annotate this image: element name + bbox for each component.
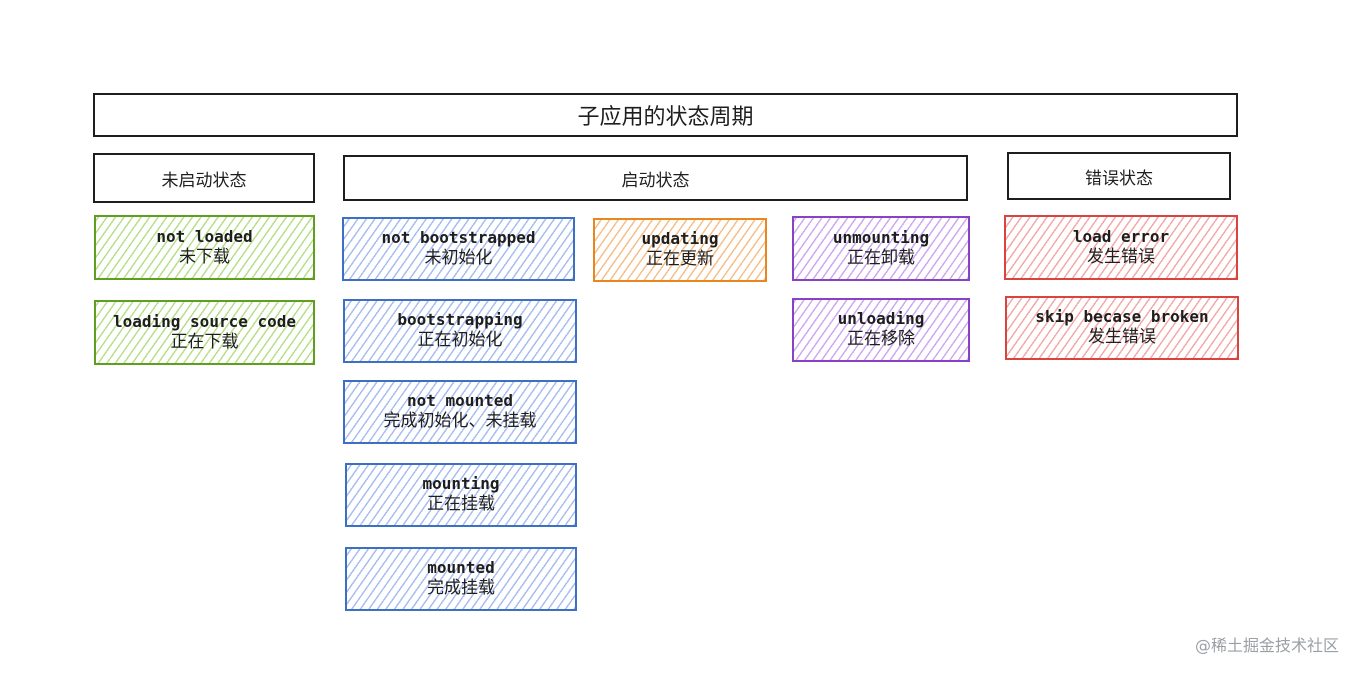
node-not-loaded-en: not loaded	[156, 226, 253, 246]
node-skip-because-broken-zh: 发生错误	[1088, 327, 1156, 348]
group-error-header: 错误状态	[1007, 152, 1231, 200]
watermark: @稀土掘金技术社区	[1194, 636, 1339, 655]
node-loading-source-code-en: loading source code	[112, 311, 297, 331]
node-load-error-zh: 发生错误	[1087, 246, 1155, 267]
node-not-loaded: not loaded 未下载	[94, 215, 315, 280]
node-loading-source-code: loading source code 正在下载	[94, 300, 315, 365]
node-mounted: mounted 完成挂载	[345, 547, 577, 611]
node-unloading-en: unloading	[837, 309, 925, 329]
node-not-bootstrapped: not bootstrapped 未初始化	[342, 217, 575, 281]
group-started-header: 启动状态	[343, 155, 968, 201]
node-not-mounted-en: not mounted	[407, 391, 513, 411]
node-unmounting-en: unmounting	[832, 227, 930, 247]
node-updating-zh: 正在更新	[646, 249, 714, 270]
node-bootstrapping-en: bootstrapping	[397, 310, 523, 330]
group-not-started-label: 未启动状态	[161, 170, 247, 191]
node-load-error: load error 发生错误	[1004, 215, 1238, 280]
node-updating-en: updating	[641, 229, 719, 249]
node-not-mounted: not mounted 完成初始化、未挂载	[343, 380, 577, 444]
node-unmounting: unmounting 正在卸载	[792, 216, 970, 281]
node-skip-because-broken-en: skip becase broken	[1035, 307, 1209, 327]
node-updating: updating 正在更新	[593, 218, 767, 282]
node-mounted-en: mounted	[427, 558, 495, 578]
node-skip-because-broken: skip becase broken 发生错误	[1005, 296, 1239, 360]
node-unloading-zh: 正在移除	[847, 329, 915, 350]
node-not-loaded-zh: 未下载	[179, 246, 230, 267]
diagram-title: 子应用的状态周期	[577, 105, 754, 130]
node-unmounting-zh: 正在卸载	[847, 247, 915, 268]
node-load-error-en: load error	[1072, 226, 1170, 246]
node-bootstrapping-zh: 正在初始化	[417, 330, 503, 351]
node-not-mounted-zh: 完成初始化、未挂载	[383, 411, 537, 432]
node-mounting-zh: 正在挂载	[427, 494, 495, 515]
group-error-label: 错误状态	[1085, 168, 1153, 189]
node-loading-source-code-zh: 正在下载	[170, 331, 239, 352]
node-unloading: unloading 正在移除	[792, 298, 970, 362]
node-mounting-en: mounting	[422, 474, 500, 494]
node-not-bootstrapped-en: not bootstrapped	[381, 228, 536, 248]
node-mounted-zh: 完成挂载	[427, 578, 495, 599]
node-mounting: mounting 正在挂载	[345, 463, 577, 527]
node-not-bootstrapped-zh: 未初始化	[424, 248, 493, 269]
group-not-started-header: 未启动状态	[93, 153, 315, 203]
node-bootstrapping: bootstrapping 正在初始化	[343, 299, 577, 363]
group-started-label: 启动状态	[621, 170, 690, 191]
diagram-title-box: 子应用的状态周期	[93, 93, 1238, 137]
